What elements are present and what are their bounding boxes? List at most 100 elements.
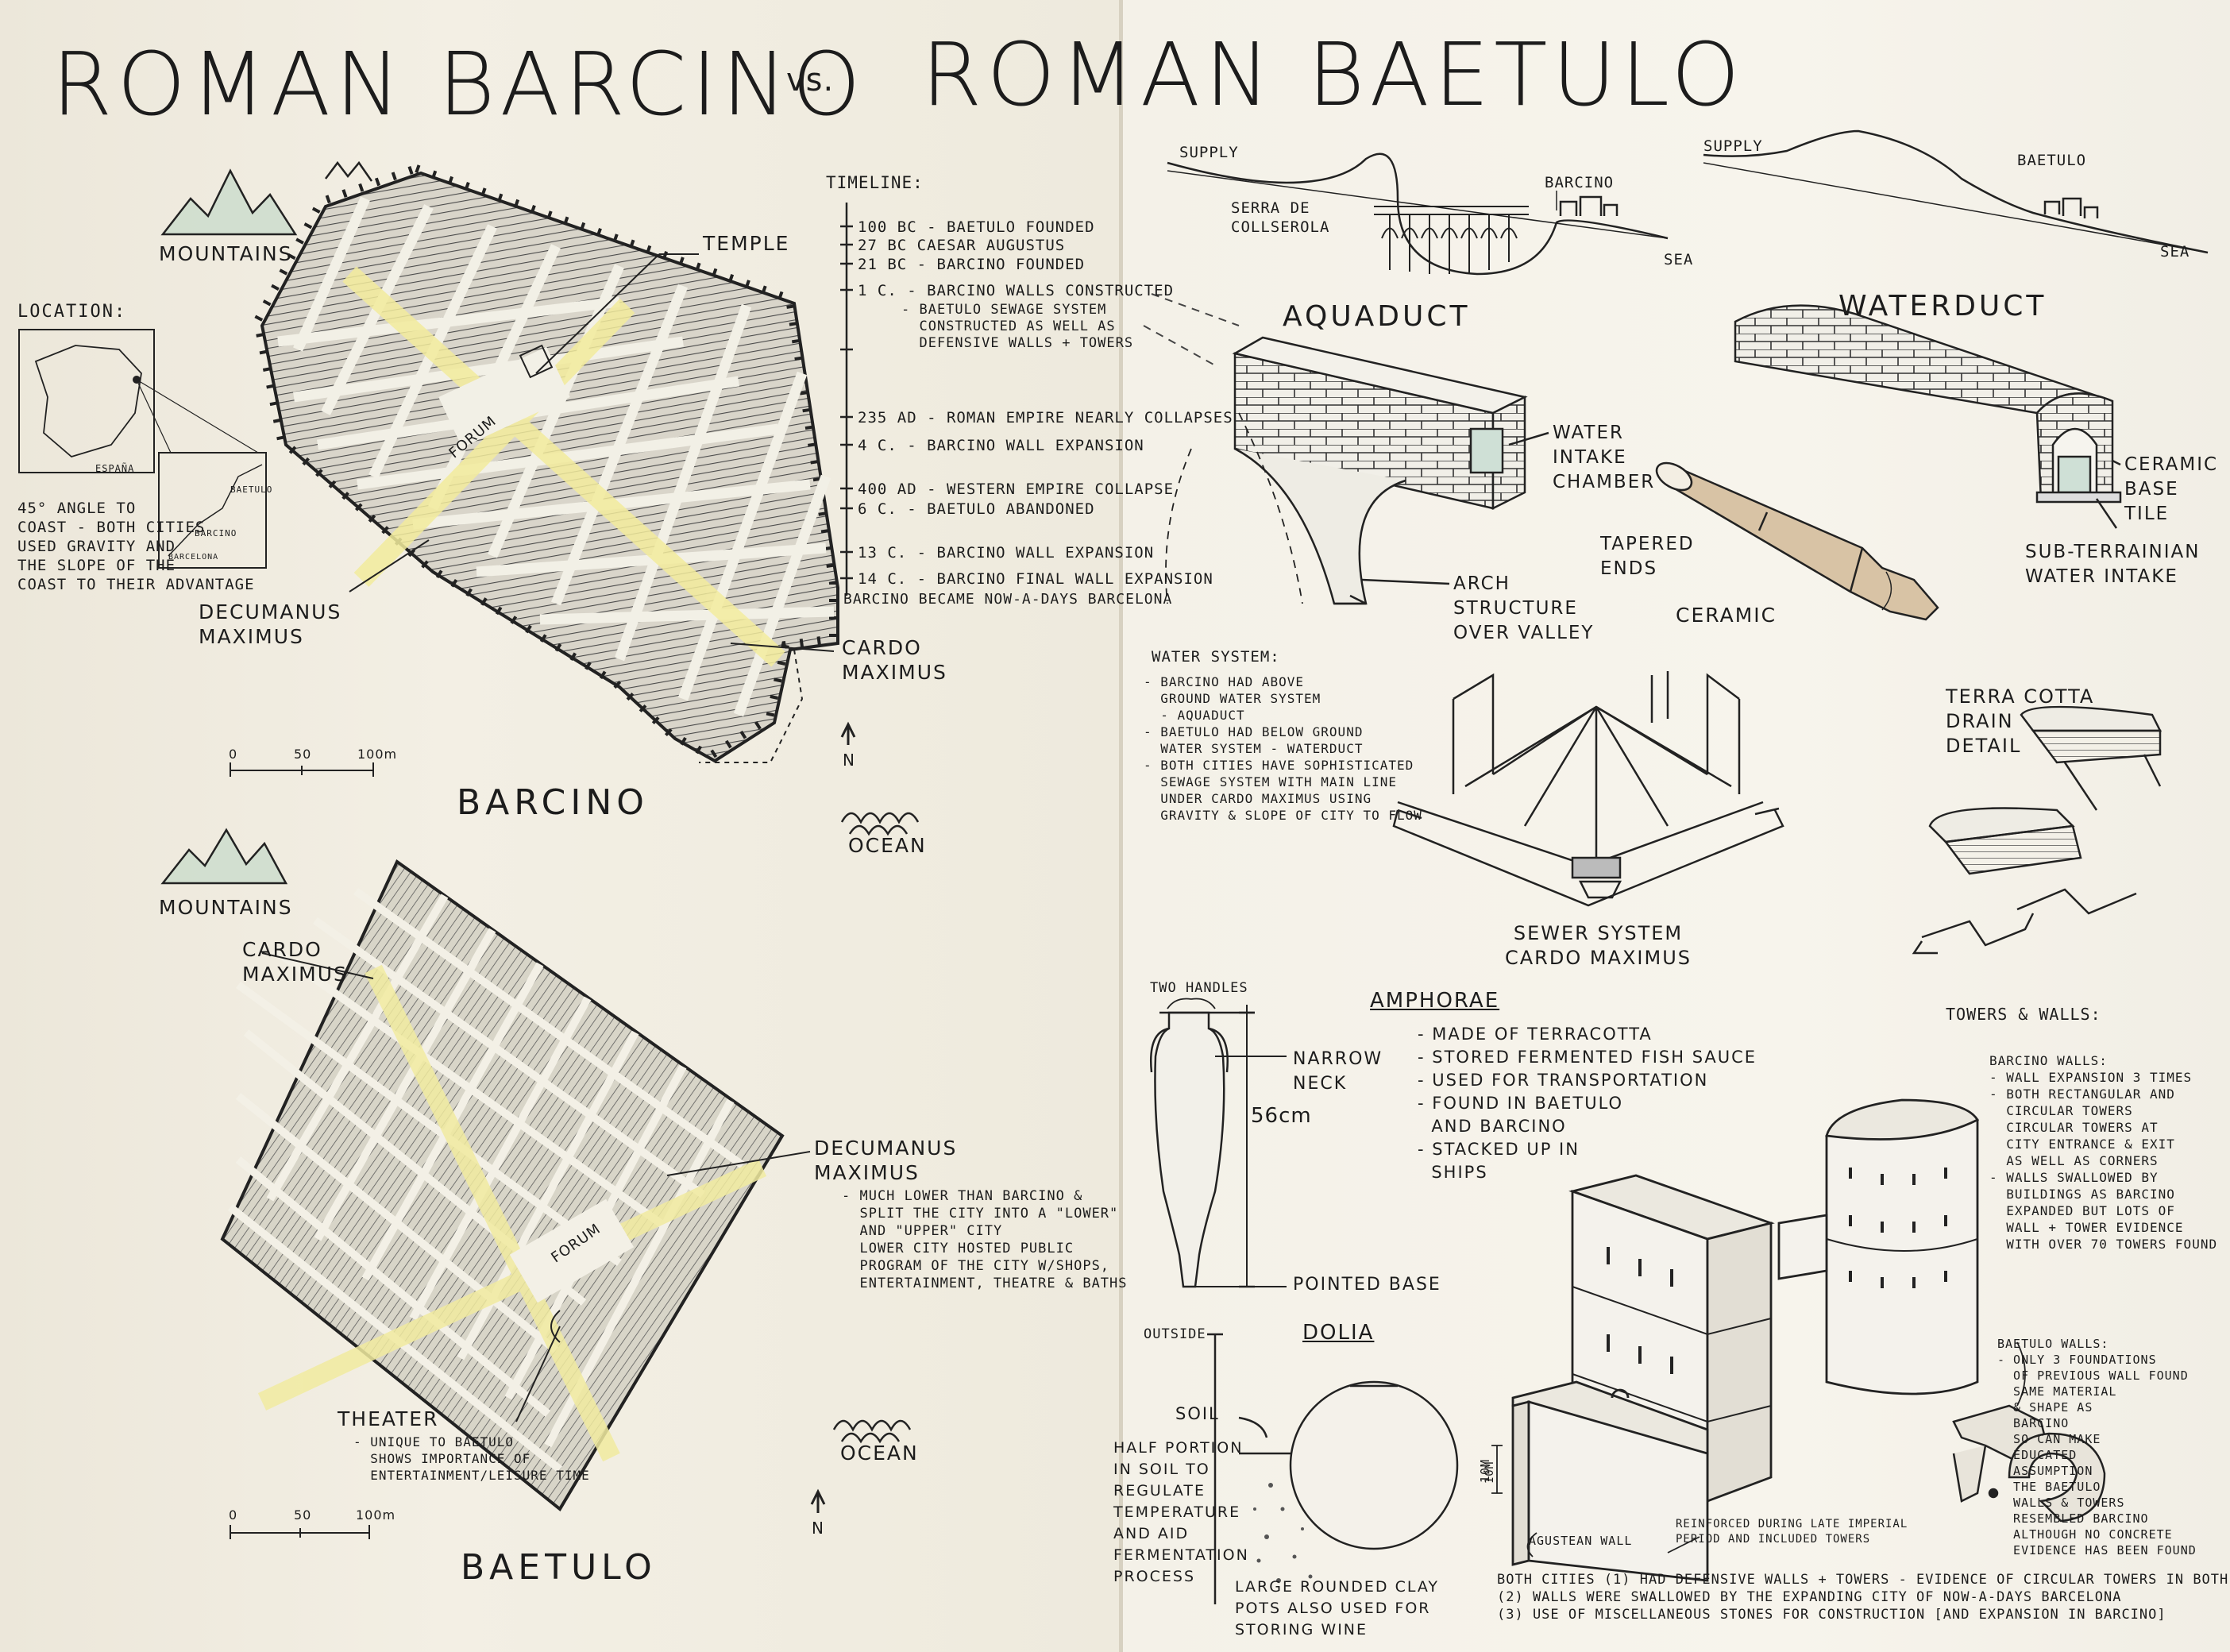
timeline-item-2: 27 BC CAESAR AUGUSTUS — [858, 237, 1066, 254]
both-cities-summary: BOTH CITIES (1) HAD DEFENSIVE WALLS + TO… — [1497, 1572, 2229, 1623]
location-note: 45° ANGLE TO COAST - BOTH CITIES USED GR… — [17, 500, 255, 593]
timeline-title: TIMELINE: — [826, 173, 924, 192]
map-label-barcino: BARCINO — [195, 528, 237, 538]
soil-label: SOIL — [1175, 1404, 1220, 1423]
scale-label-0-baetulo: 0 — [229, 1507, 238, 1523]
baetulo-city-plan — [220, 859, 811, 1511]
timeline-item-8: 400 AD - WESTERN EMPIRE COLLAPSE — [858, 481, 1175, 498]
decumanus-label-barcino: DECUMANUS MAXIMUS — [199, 600, 342, 648]
timeline-item-7: 4 C. - BARCINO WALL EXPANSION — [858, 437, 1144, 454]
scale-label-50-baetulo: 50 — [294, 1507, 312, 1523]
timeline-item-3: 21 BC - BARCINO FOUNDED — [858, 256, 1086, 273]
barcino-profile-label: BARCINO — [1545, 174, 1615, 191]
location-map-icon — [18, 329, 267, 569]
half-portion-note: HALF PORTION IN SOIL TO REGULATE TEMPERA… — [1113, 1439, 1249, 1585]
timeline-item-6: 235 AD - ROMAN EMPIRE NEARLY COLLAPSES — [858, 409, 1233, 427]
narrow-neck-label: NARROW NECK — [1293, 1049, 1383, 1094]
amphorae-title: AMPHORAE — [1370, 989, 1500, 1013]
arch-structure-label: ARCH STRUCTURE OVER VALLEY — [1453, 573, 1595, 643]
tower-dimension-label: 10m — [1483, 1461, 1497, 1484]
theater-label: THEATER — [338, 1407, 439, 1430]
amphorae-notes: - MADE OF TERRACOTTA - STORED FERMENTED … — [1418, 1025, 1757, 1182]
baetulo-name: BAETULO — [461, 1547, 657, 1588]
timeline-item-12: BARCINO BECAME NOW-A-DAYS BARCELONA — [843, 591, 1173, 608]
north-label-baetulo: N — [812, 1519, 824, 1538]
cardo-label-baetulo: CARDO MAXIMUS — [242, 938, 348, 986]
mountains-icon-barcino — [160, 160, 373, 236]
mountains-label-barcino: MOUNTAINS — [159, 242, 293, 265]
scale-label-0-barcino: 0 — [229, 747, 238, 762]
ceramic-base-tile-label: CERAMIC BASE TILE — [2124, 454, 2219, 524]
map-label-barcelona: BARCELONA — [168, 553, 219, 562]
barcino-walls-notes: BARCINO WALLS: - WALL EXPANSION 3 TIMES … — [1989, 1053, 2218, 1252]
map-label-espana: ESPAÑA — [95, 463, 135, 474]
decumanus-note-baetulo: - MUCH LOWER THAN BARCINO & SPLIT THE CI… — [842, 1188, 1128, 1291]
scale-label-100-barcino: 100m — [357, 747, 398, 762]
tapered-ends-label: TAPERED ENDS — [1600, 534, 1695, 579]
scale-label-100-baetulo: 100m — [356, 1507, 396, 1523]
scale-bar-barcino — [230, 762, 374, 777]
ceramic-label: CERAMIC — [1676, 604, 1777, 627]
ocean-waves-icon-bottom — [832, 1419, 912, 1444]
dolia-drawing — [1207, 1333, 1459, 1604]
augustean-wall-label: AGUSTEAN WALL — [1529, 1534, 1633, 1548]
mountains-icon-baetulo — [160, 828, 288, 885]
supply-label-2: SUPPLY — [1703, 137, 1763, 155]
water-system-notes: - BARCINO HAD ABOVE GROUND WATER SYSTEM … — [1144, 674, 1422, 823]
terra-cotta-drain-drawing — [1912, 705, 2162, 955]
timeline-axis — [840, 203, 853, 596]
sewer-system-drawing — [1392, 671, 1784, 907]
baetulo-wall-foundation-drawing — [1952, 1341, 2106, 1523]
supply-label-1: SUPPLY — [1179, 144, 1239, 161]
towers-walls-drawing — [1491, 1098, 1979, 1582]
timeline-item-1: 100 BC - BAETULO FOUNDED — [858, 218, 1095, 236]
ocean-label-bottom: OCEAN — [840, 1442, 919, 1465]
temple-label: TEMPLE — [703, 232, 790, 255]
theater-note: - UNIQUE TO BAETULO SHOWS IMPORTANCE OF … — [353, 1434, 590, 1483]
title-vs: vs. — [786, 62, 835, 98]
timeline-item-10: 13 C. - BARCINO WALL EXPANSION — [858, 544, 1155, 562]
sea-label-2: SEA — [2160, 243, 2190, 261]
north-arrow-baetulo — [810, 1488, 826, 1513]
amphora-height-label: 56cm — [1251, 1104, 1312, 1128]
water-intake-label: WATER INTAKE CHAMBER — [1553, 423, 1656, 492]
ocean-label-top: OCEAN — [848, 834, 927, 857]
north-label-barcino: N — [843, 751, 855, 770]
scale-label-50-barcino: 50 — [294, 747, 312, 762]
water-system-title: WATER SYSTEM: — [1152, 648, 1280, 666]
amphora-drawing — [1150, 998, 1287, 1288]
baetulo-profile-label: BAETULO — [2017, 152, 2087, 169]
timeline-item-9: 6 C. - BAETULO ABANDONED — [858, 500, 1095, 518]
timeline-item-4: 1 C. - BARCINO WALLS CONSTRUCTED — [858, 282, 1175, 299]
barcino-terrain-profile — [1167, 152, 1669, 276]
title-roman-barcino: ROMAN BARCINO — [52, 33, 866, 135]
aqueduct-drawing — [1165, 336, 1549, 605]
reinforced-label: REINFORCED DURING LATE IMPERIAL PERIOD A… — [1676, 1518, 1908, 1546]
dolia-title: DOLIA — [1302, 1321, 1375, 1345]
title-roman-baetulo: ROMAN BAETULO — [921, 24, 1745, 125]
cardo-label-barcino: CARDO MAXIMUS — [842, 636, 947, 684]
barcino-name: BARCINO — [457, 782, 649, 823]
clay-pots-note: LARGE ROUNDED CLAY POTS ALSO USED FOR ST… — [1235, 1578, 1439, 1638]
timeline-item-11: 14 C. - BARCINO FINAL WALL EXPANSION — [858, 570, 1213, 588]
aqueduct-title: AQUADUCT — [1283, 300, 1471, 333]
mountains-label-baetulo: MOUNTAINS — [159, 896, 293, 919]
barcino-city-plan — [253, 164, 839, 763]
paper-seam — [1119, 0, 1123, 1652]
outside-label: OUTSIDE — [1144, 1326, 1206, 1342]
baetulo-terrain-profile — [1703, 129, 2209, 254]
sea-label-1: SEA — [1664, 251, 1694, 268]
two-handles-label: TWO HANDLES — [1150, 980, 1248, 996]
scale-bar-baetulo — [230, 1525, 370, 1539]
pointed-base-label: POINTED BASE — [1293, 1275, 1441, 1295]
ocean-waves-icon-top — [840, 812, 920, 836]
towers-walls-title: TOWERS & WALLS: — [1946, 1005, 2101, 1024]
waterduct-tunnel-drawing — [1734, 304, 2122, 529]
serra-label: SERRA DE COLLSEROLA — [1231, 199, 1330, 236]
sewer-system-label: SEWER SYSTEM CARDO MAXIMUS — [1505, 922, 1692, 969]
baetulo-walls-notes: BAETULO WALLS: - ONLY 3 FOUNDATIONS OF P… — [1997, 1337, 2197, 1557]
north-arrow-barcino — [840, 721, 856, 745]
waterduct-title: WATERDUCT — [1838, 290, 2047, 322]
